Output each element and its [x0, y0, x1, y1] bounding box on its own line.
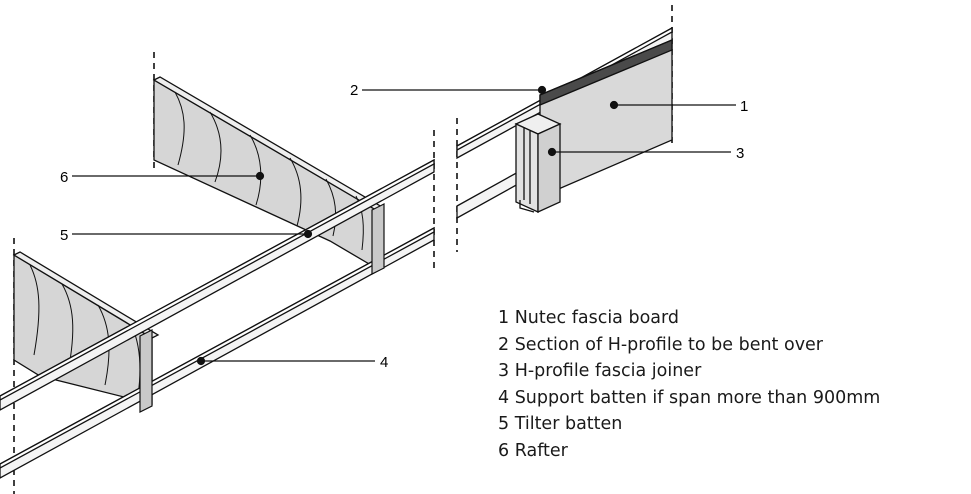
rafter-lower: [12, 251, 160, 405]
tilter-batten-left: [0, 158, 435, 411]
callout-1: 1: [740, 98, 748, 115]
legend-item-5: 5 Tilter batten: [498, 414, 623, 434]
legend-item-6: 6 Rafter: [498, 440, 568, 461]
legend: 1 Nutec fascia board 2 Section of H-prof…: [498, 305, 880, 464]
legend-item-2: 2 Section of H-profile to be bent over: [498, 334, 824, 355]
callout-2: 2: [350, 82, 358, 99]
legend-item-4: 4 Support batten if span more than 900mm: [498, 387, 881, 408]
callout-3: 3: [736, 145, 744, 162]
rafter-end-blocks: [139, 203, 385, 413]
fascia-board: [539, 39, 673, 198]
callout-4: 4: [380, 354, 388, 371]
rafter-upper: [152, 76, 384, 270]
callout-6: 6: [60, 169, 68, 186]
legend-item-3: 3 H-profile fascia joiner: [498, 361, 702, 381]
support-batten-right: [456, 169, 521, 220]
support-batten-left: [0, 226, 435, 479]
h-profile-joiner: [514, 113, 562, 214]
legend-item-1: 1 Nutec fascia board: [498, 308, 679, 328]
callout-5: 5: [60, 227, 68, 244]
leader-lines: [72, 85, 736, 366]
